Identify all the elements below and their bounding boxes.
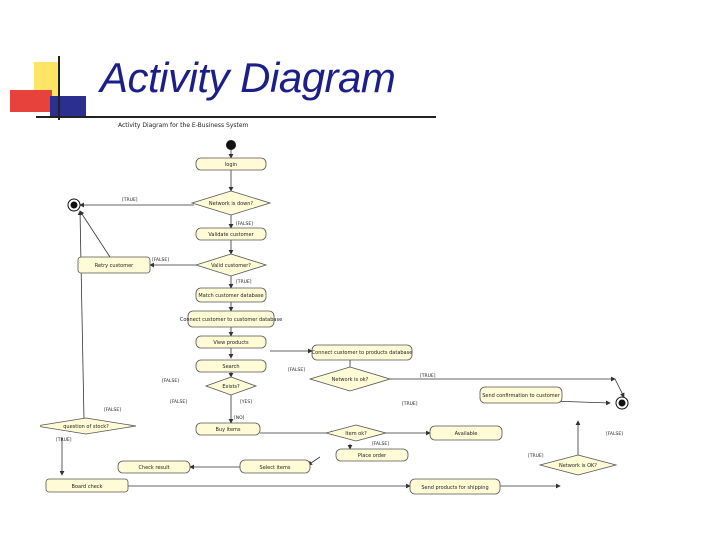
label-place: Place order <box>358 453 387 459</box>
guard-12: [TRUE] <box>56 437 72 443</box>
activity-validate <box>195 227 267 241</box>
activity-check <box>117 460 191 474</box>
label-network3: Network is OK? <box>559 463 597 469</box>
guard-14: [FALSE] <box>372 441 389 447</box>
label-available: Available <box>455 431 478 437</box>
label-select: Select items <box>260 465 291 471</box>
title-horizontal-rule <box>36 116 436 118</box>
activity-login <box>195 157 267 171</box>
activity-diagram: Activity Diagram for the E-Business Syst… <box>40 122 629 495</box>
label-exists: Exists? <box>222 384 240 390</box>
activity-available <box>429 425 503 441</box>
label-connect: Connect customer to customer database <box>180 317 282 323</box>
label-search: Search <box>222 364 239 370</box>
label-send-ship: Send products for shipping <box>421 485 488 491</box>
corner-red-square <box>10 90 52 112</box>
activity-search <box>195 359 267 373</box>
label-login: login <box>225 162 237 168</box>
diagram-caption: Activity Diagram for the E-Business Syst… <box>118 122 249 129</box>
guard-11: [FALSE] <box>104 407 121 413</box>
guard-15: [TRUE] <box>528 453 544 459</box>
guard-3: [FALSE] <box>152 257 169 263</box>
decision-network3 <box>538 454 618 476</box>
activity-place <box>335 448 409 462</box>
guard-13: [TRUE] <box>402 401 418 407</box>
start-node <box>226 140 236 150</box>
guard-6: [FALSE] <box>162 378 179 384</box>
decision-valid <box>194 253 268 277</box>
title-vertical-rule <box>58 56 60 120</box>
activity-buy <box>195 422 261 436</box>
decision-exists <box>204 376 258 396</box>
decision-question <box>40 417 137 435</box>
label-buy: Buy items <box>215 427 240 433</box>
label-retry: Retry customer <box>95 263 134 269</box>
activity-send-confirm <box>479 386 563 404</box>
label-item-dec: Item ok? <box>345 431 367 437</box>
label-question: question of stock? <box>63 424 109 430</box>
guard-8: [FALSE] <box>170 399 187 405</box>
activity-connect-prod <box>311 344 413 361</box>
guard-2: [FALSE] <box>236 221 253 227</box>
label-match: Match customer database <box>198 293 263 299</box>
guard-10: [NO] <box>234 415 245 421</box>
guard-9: [YES] <box>240 399 252 405</box>
end-node-left-core <box>70 201 78 209</box>
activity-send-ship <box>409 478 501 495</box>
label-validate: Validate customer <box>208 232 254 238</box>
corner-blue-square <box>50 96 86 116</box>
activity-match <box>195 287 267 303</box>
slide-title: Activity Diagram <box>100 54 396 101</box>
guard-4: [TRUE] <box>236 279 252 285</box>
label-network-dec: Network is down? <box>209 201 254 207</box>
label-send-confirm: Send confirmation to customer <box>482 393 560 399</box>
activity-view <box>195 335 267 349</box>
label-connect-prod: Connect customer to products database <box>312 350 413 356</box>
decision-item <box>324 424 388 442</box>
label-network2: Network is ok? <box>332 377 369 383</box>
activity-board <box>45 478 129 493</box>
activity-retry <box>77 256 151 274</box>
end-node-right-core <box>618 399 626 407</box>
decision-network2 <box>308 366 392 392</box>
guard-1: [TRUE] <box>122 197 138 203</box>
guard-5: [FALSE] <box>288 367 305 373</box>
guard-7: [TRUE] <box>420 373 436 379</box>
activity-connect <box>187 310 275 328</box>
activity-select <box>239 459 311 474</box>
label-check: Check result <box>138 465 169 471</box>
label-view: View products <box>213 340 249 346</box>
label-valid-dec: Valid customer? <box>211 263 251 269</box>
decision-network <box>190 190 272 216</box>
label-board: Board check <box>72 484 103 490</box>
guard-16: [FALSE] <box>606 431 623 437</box>
